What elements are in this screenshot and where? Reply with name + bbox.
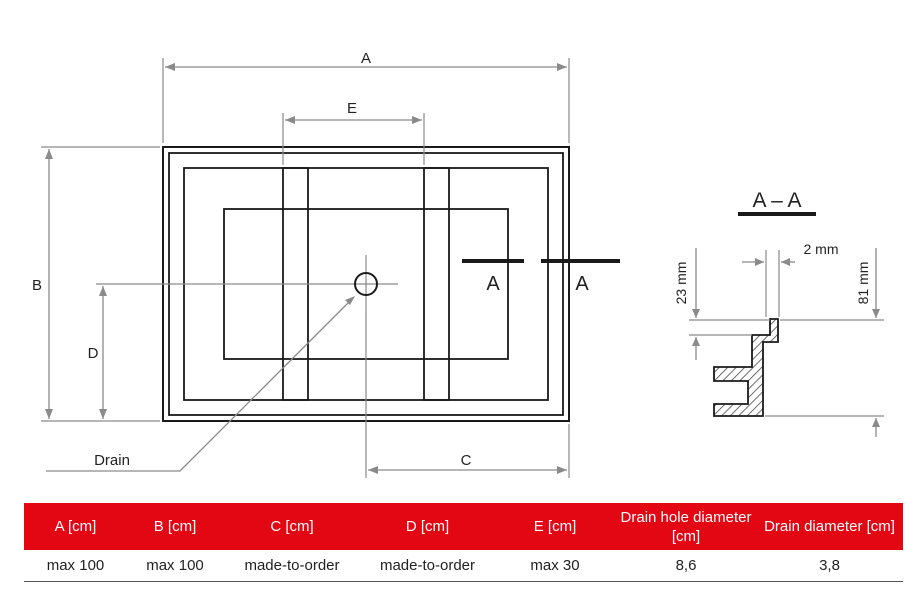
dimension-c: C: [365, 312, 570, 478]
cell-drain-hole-diameter: 8,6: [616, 550, 756, 582]
cell-a: max 100: [24, 550, 127, 582]
cell-e: max 30: [494, 550, 616, 582]
profile-hatched: [713, 318, 779, 417]
dimension-23mm: 23 mm: [673, 248, 770, 360]
cell-b: max 100: [127, 550, 223, 582]
drain-label: Drain: [94, 452, 130, 469]
specification-table: A [cm] B [cm] C [cm] D [cm] E [cm] Drain…: [24, 503, 903, 582]
header-drain-hole-diameter: Drain hole diameter [cm]: [616, 503, 756, 550]
section-title: A – A: [752, 189, 801, 212]
dimension-b-label: B: [32, 277, 42, 294]
section-view: A – A 2 mm 23 mm 8: [673, 189, 884, 437]
section-marker-right: A: [575, 273, 589, 295]
header-c: C [cm]: [223, 503, 361, 550]
section-cut-marks: A A: [462, 259, 620, 295]
dimension-a-label: A: [361, 50, 371, 67]
table-header-row: A [cm] B [cm] C [cm] D [cm] E [cm] Drain…: [24, 503, 903, 550]
header-a: A [cm]: [24, 503, 127, 550]
dimension-d-label: D: [88, 345, 99, 362]
header-b: B [cm]: [127, 503, 223, 550]
cell-d: made-to-order: [361, 550, 494, 582]
step-height-label: 23 mm: [673, 262, 689, 305]
dimension-a: A: [162, 50, 570, 143]
technical-drawing: A E B D: [32, 50, 884, 478]
dimension-d: D: [88, 283, 398, 419]
header-e: E [cm]: [494, 503, 616, 550]
header-drain-diameter: Drain diameter [cm]: [756, 503, 903, 550]
dimension-2mm: 2 mm: [742, 241, 839, 317]
total-height-label: 81 mm: [855, 262, 871, 305]
dimension-c-label: C: [461, 452, 472, 469]
right-support-bar: [423, 167, 450, 401]
dimension-b: B: [32, 146, 160, 422]
dimension-81mm: 81 mm: [765, 248, 884, 437]
plan-view: A E B D: [32, 50, 620, 478]
drain-hole: [354, 272, 378, 296]
table-row: max 100 max 100 made-to-order made-to-or…: [24, 550, 903, 582]
section-marker-left: A: [486, 273, 500, 295]
header-d: D [cm]: [361, 503, 494, 550]
dimension-e: E: [282, 100, 425, 165]
drain: [354, 255, 378, 312]
dimension-e-label: E: [347, 100, 357, 117]
wall-thickness-label: 2 mm: [804, 241, 839, 257]
cell-drain-diameter: 3,8: [756, 550, 903, 582]
cell-c: made-to-order: [223, 550, 361, 582]
drain-leader: Drain: [46, 296, 355, 472]
